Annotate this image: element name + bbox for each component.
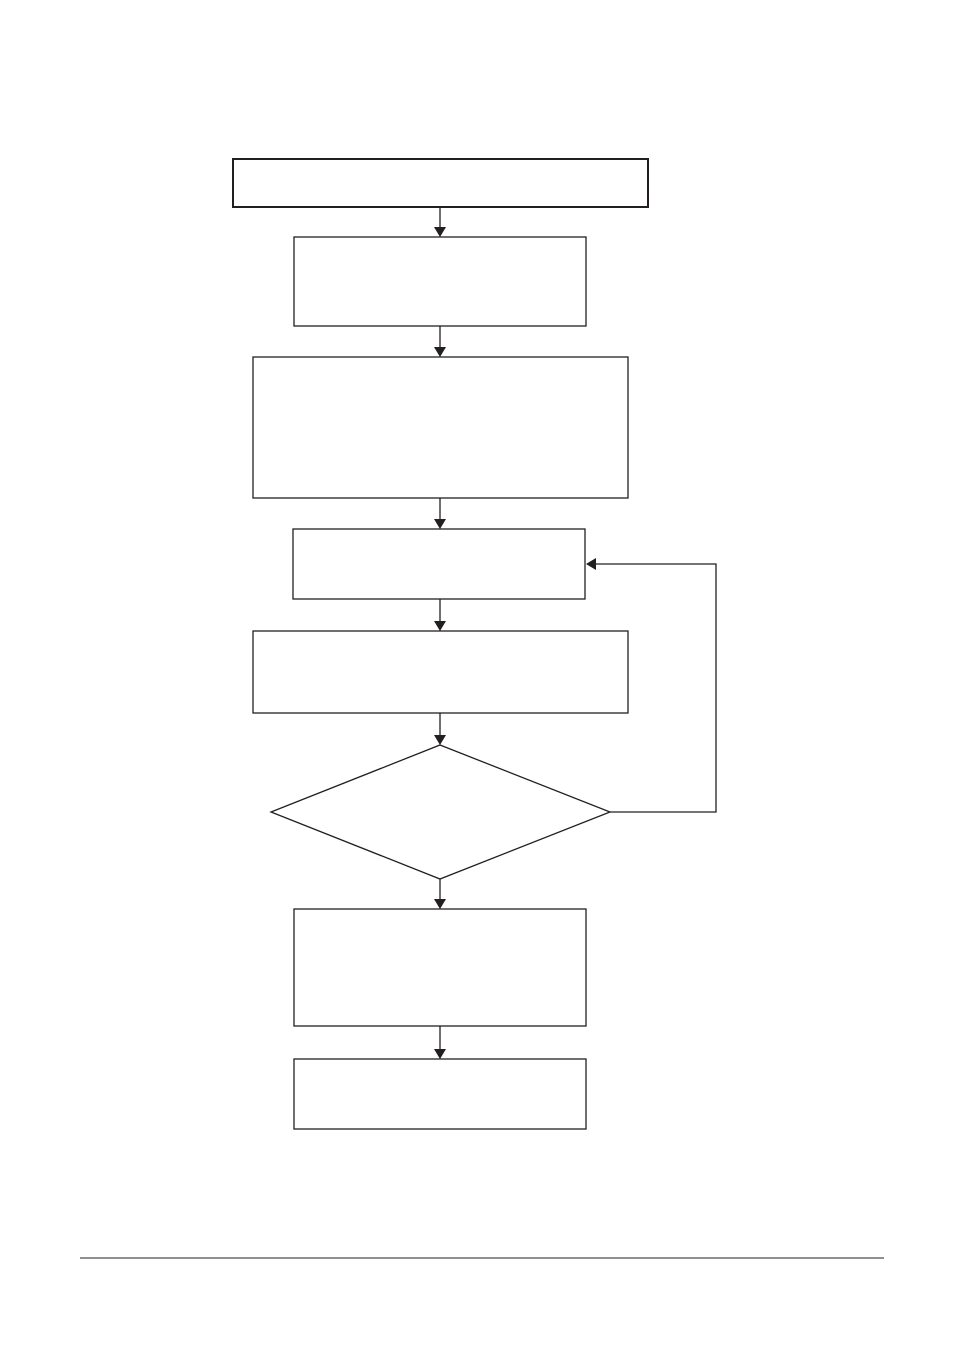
decision-diamond bbox=[269, 744, 612, 880]
process-box-7 bbox=[293, 1058, 587, 1130]
process-box-3 bbox=[252, 356, 629, 499]
connector-decision-loop-to-4 bbox=[586, 558, 717, 813]
flow-node-1 bbox=[232, 158, 649, 208]
process-box-6 bbox=[293, 908, 587, 1027]
flow-node-2 bbox=[293, 236, 587, 327]
process-box-5 bbox=[252, 630, 629, 714]
flow-node-7 bbox=[293, 1058, 587, 1130]
flow-connectors bbox=[434, 208, 717, 1059]
flow-node-6 bbox=[293, 908, 587, 1027]
process-box-1 bbox=[232, 158, 649, 208]
flow-node-decision bbox=[269, 744, 612, 880]
flow-node-4 bbox=[292, 528, 586, 600]
flow-node-5 bbox=[252, 630, 629, 714]
flow-node-3 bbox=[252, 356, 629, 499]
process-box-2 bbox=[293, 236, 587, 327]
process-box-4 bbox=[292, 528, 586, 600]
